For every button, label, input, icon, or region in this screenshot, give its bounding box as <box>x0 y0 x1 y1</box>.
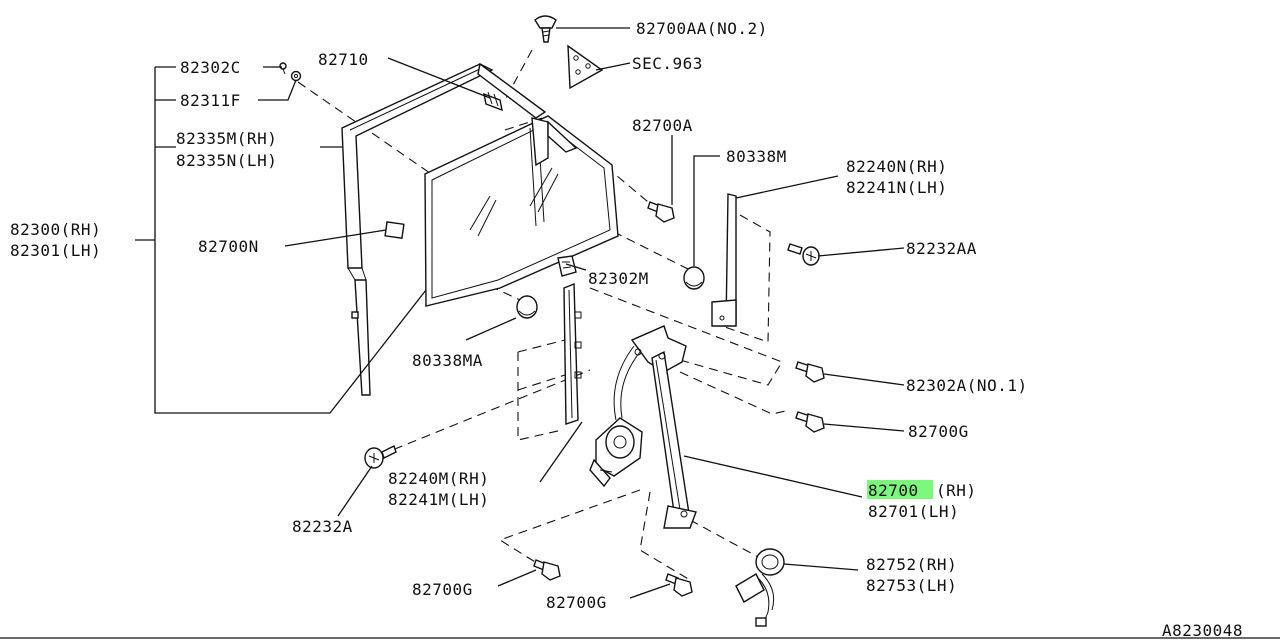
grommet-80338ma <box>516 295 538 319</box>
label-82700: 82700 <box>868 481 919 500</box>
label-82302c: 82302C <box>180 58 241 77</box>
label-82240m: 82240M(RH) <box>388 469 489 488</box>
leader-lines <box>135 27 905 599</box>
label-82232aa: 82232AA <box>906 239 977 258</box>
label-82700g-mid: 82700G <box>546 593 607 612</box>
bolt-82302a <box>795 361 825 383</box>
bolt-82700a <box>647 201 675 223</box>
label-82301: 82301(LH) <box>10 241 101 260</box>
label-82700aa: 82700AA(NO.2) <box>636 19 768 38</box>
pad-82700n <box>384 221 405 239</box>
window-regulator <box>589 325 697 529</box>
bolt-82700g-mid <box>665 573 693 597</box>
label-82710: 82710 <box>318 50 369 69</box>
label-82311f: 82311F <box>180 91 241 110</box>
label-82241n: 82241N(LH) <box>846 178 947 197</box>
label-82752: 82752(RH) <box>866 555 957 574</box>
label-82700-rh: (RH) <box>936 481 977 500</box>
channel-82240m <box>563 282 582 425</box>
clip-82302m <box>557 255 577 277</box>
label-82700n: 82700N <box>198 237 259 256</box>
harness-82752 <box>735 548 785 627</box>
label-82700a: 82700A <box>632 116 693 135</box>
screw-82232aa <box>787 243 820 266</box>
label-82241m: 82241M(LH) <box>388 490 489 509</box>
grommet-80338m <box>683 266 705 290</box>
label-82335n: 82335N(LH) <box>176 151 277 170</box>
label-82302a: 82302A(NO.1) <box>906 376 1028 395</box>
washer-82311f <box>290 70 302 82</box>
label-82335m: 82335M(RH) <box>176 129 277 148</box>
diagram-code: A8230048 <box>1162 621 1243 640</box>
bracket-sec963 <box>567 44 604 90</box>
fastener-82302c <box>279 62 287 75</box>
label-80338ma: 80338MA <box>412 351 483 370</box>
label-82700g-left: 82700G <box>412 580 473 599</box>
door-glass <box>424 115 619 307</box>
screw-82700aa <box>534 15 557 43</box>
clip-82710 <box>483 91 503 112</box>
label-82240n: 82240N(RH) <box>846 157 947 176</box>
label-82700g-right: 82700G <box>908 422 969 441</box>
label-82753: 82753(LH) <box>866 576 957 595</box>
bolt-82700g-left <box>533 559 561 581</box>
label-82302m: 82302M <box>588 269 649 288</box>
highlight-82700 <box>867 480 933 499</box>
label-82701: 82701(LH) <box>868 502 959 521</box>
label-sec963: SEC.963 <box>632 54 703 73</box>
channel-82240n <box>711 193 737 327</box>
label-80338m: 80338M <box>726 147 787 166</box>
part-labels: 82700AA(NO.2) SEC.963 82302C 82710 82311… <box>10 19 1243 640</box>
label-82300: 82300(RH) <box>10 220 101 239</box>
bolt-82700g-right <box>795 411 825 433</box>
label-82232a: 82232A <box>292 517 353 536</box>
screw-82232a <box>364 445 397 469</box>
